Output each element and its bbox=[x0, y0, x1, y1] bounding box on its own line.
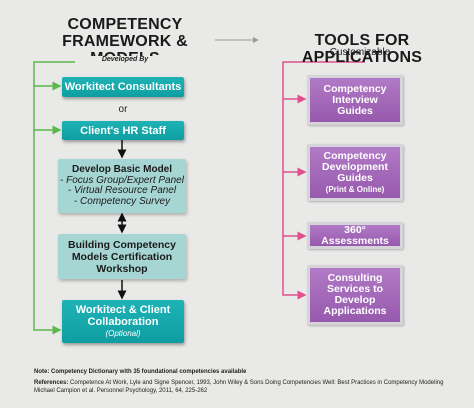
interview-guides-box: Competency Interview Guides bbox=[307, 75, 403, 125]
consulting-line-1: Consulting bbox=[327, 272, 383, 284]
collaboration-optional: (Optional) bbox=[105, 328, 141, 338]
workshop-line-2: Models Certification bbox=[71, 250, 173, 263]
development-line-3: Guides bbox=[337, 171, 373, 184]
developed-by-label: Developed By bbox=[75, 56, 175, 63]
develop-model-item-3: - Competency Survey bbox=[73, 195, 171, 207]
collaboration-line-1: Workitect & Client bbox=[75, 303, 171, 316]
references-label: References: bbox=[34, 380, 69, 386]
360-assessments-box: 360° Assessments bbox=[307, 222, 403, 249]
references-text-2: Michael Campion et al. Personnel Psychol… bbox=[34, 388, 208, 394]
development-line-1: Competency bbox=[323, 149, 387, 162]
certification-workshop-box: Building Competency Models Certification… bbox=[58, 234, 186, 279]
workitect-consultants-box: Workitect Consultants bbox=[62, 77, 184, 97]
references-text-1: Competence At Work, Lyle and Signe Spenc… bbox=[70, 380, 444, 386]
workshop-line-3: Workshop bbox=[96, 262, 148, 275]
collaboration-line-2: Collaboration bbox=[87, 315, 159, 328]
right-title: TOOLS FOR APPLICATIONS bbox=[301, 32, 423, 66]
consulting-line-4: Applications bbox=[323, 305, 387, 317]
interview-line-1: Competency bbox=[323, 82, 387, 95]
pink-bracket bbox=[282, 61, 365, 300]
development-guides-box: Competency Development Guides (Print & O… bbox=[307, 144, 403, 201]
collaboration-box: Workitect & Client Collaboration (Option… bbox=[62, 300, 184, 343]
consulting-line-2: Services to bbox=[326, 283, 384, 295]
references-line-1: References: Competence At Work, Lyle and… bbox=[34, 379, 464, 387]
develop-basic-model-title: Develop Basic Model bbox=[71, 164, 173, 175]
notes-section: Note: Competency Dictionary with 35 foun… bbox=[34, 368, 464, 395]
consulting-services-box: Consulting Services to Develop Applicati… bbox=[307, 265, 403, 325]
develop-model-item-1: - Focus Group/Expert Panel bbox=[60, 174, 184, 186]
left-title-line-1: COMPETENCY bbox=[67, 16, 183, 33]
client-hr-staff-box: Client's HR Staff bbox=[62, 121, 184, 140]
or-label: or bbox=[118, 104, 128, 115]
develop-model-item-2: - Virtual Resource Panel bbox=[67, 185, 177, 196]
consulting-line-3: Develop bbox=[334, 294, 376, 306]
development-subtitle: (Print & Online) bbox=[325, 184, 385, 194]
360-assessments-label: 360° Assessments bbox=[321, 223, 389, 247]
competency-dictionary-note: Note: Competency Dictionary with 35 foun… bbox=[34, 369, 247, 375]
left-title: COMPETENCY FRAMEWORK & MODELS bbox=[30, 16, 220, 67]
develop-basic-model-box: Develop Basic Model - Focus Group/Expert… bbox=[58, 159, 186, 213]
workshop-line-1: Building Competency bbox=[68, 238, 176, 251]
interview-line-3: Guides bbox=[337, 104, 373, 117]
development-line-2: Development bbox=[322, 160, 388, 173]
client-hr-staff-label: Client's HR Staff bbox=[80, 124, 166, 137]
workitect-consultants-label: Workitect Consultants bbox=[64, 81, 182, 93]
customizable-label: Customizable bbox=[329, 47, 391, 58]
interview-line-2: Interview bbox=[332, 93, 378, 106]
